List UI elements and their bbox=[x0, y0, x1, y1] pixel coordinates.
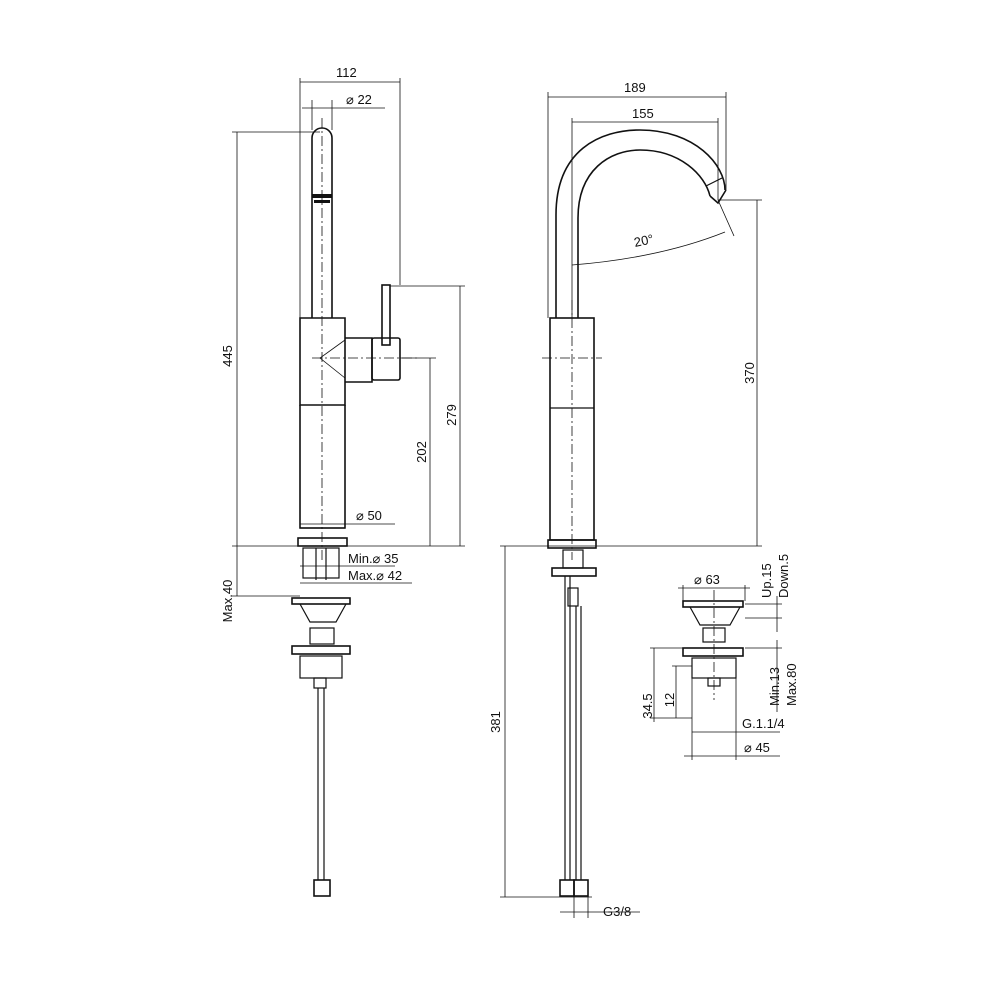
dim-diameter-50: ⌀ 50 bbox=[356, 508, 382, 523]
dim-diameter-22: ⌀ 22 bbox=[346, 92, 372, 107]
mounting-nut bbox=[302, 547, 340, 579]
waste-cap bbox=[682, 600, 744, 608]
lever-cone bbox=[345, 337, 373, 383]
dim-spout-reach-155: 155 bbox=[632, 106, 654, 121]
dim-height-202: 202 bbox=[414, 441, 429, 463]
dim-34-5: 34.5 bbox=[640, 693, 655, 718]
waste-flange bbox=[291, 597, 351, 605]
hose-nut bbox=[313, 879, 331, 897]
front-dimensions: 112 ⌀ 22 445 279 202 ⌀ 50 Min.⌀ 35 Max.⌀… bbox=[220, 65, 465, 622]
lever-handle bbox=[381, 284, 391, 346]
mixer-body bbox=[299, 317, 346, 406]
dim-thread-g38: G3/8 bbox=[603, 904, 631, 919]
dim-min-diameter-35: Min.⌀ 35 bbox=[348, 551, 398, 566]
dim-max-80: Max.80 bbox=[784, 663, 799, 706]
dim-diameter-63: ⌀ 63 bbox=[694, 572, 720, 587]
dim-hose-381: 381 bbox=[488, 711, 503, 733]
spout-tip bbox=[709, 189, 727, 205]
dim-down-5: Down.5 bbox=[776, 554, 791, 598]
mixer-base bbox=[299, 405, 346, 529]
dim-12: 12 bbox=[662, 693, 677, 707]
side-dimensions: 189 155 20° 370 381 G3/8 bbox=[488, 80, 762, 919]
dim-up-15: Up.15 bbox=[759, 563, 774, 598]
dim-max-diameter-42: Max.⌀ 42 bbox=[348, 568, 402, 583]
dim-max-40: Max.40 bbox=[220, 580, 235, 623]
dim-width-112: 112 bbox=[336, 65, 357, 80]
front-view bbox=[291, 118, 420, 897]
dim-height-445: 445 bbox=[220, 345, 235, 367]
dim-thread-g114: G.1.1/4 bbox=[742, 716, 785, 731]
lever-cap bbox=[371, 337, 401, 381]
dim-min-13: Min.13 bbox=[767, 667, 782, 706]
spout-arc-outer bbox=[555, 129, 726, 318]
dim-height-279: 279 bbox=[444, 404, 459, 426]
waste-detail: ⌀ 63 Up.15 Down.5 Min.13 Max.80 34.5 12 … bbox=[640, 554, 799, 760]
base-flange bbox=[297, 537, 348, 547]
waste-body bbox=[299, 655, 343, 679]
dim-width-189: 189 bbox=[624, 80, 646, 95]
dim-height-370: 370 bbox=[742, 362, 757, 384]
dim-diameter-45: ⌀ 45 bbox=[744, 740, 770, 755]
dim-angle-20: 20° bbox=[633, 231, 655, 250]
